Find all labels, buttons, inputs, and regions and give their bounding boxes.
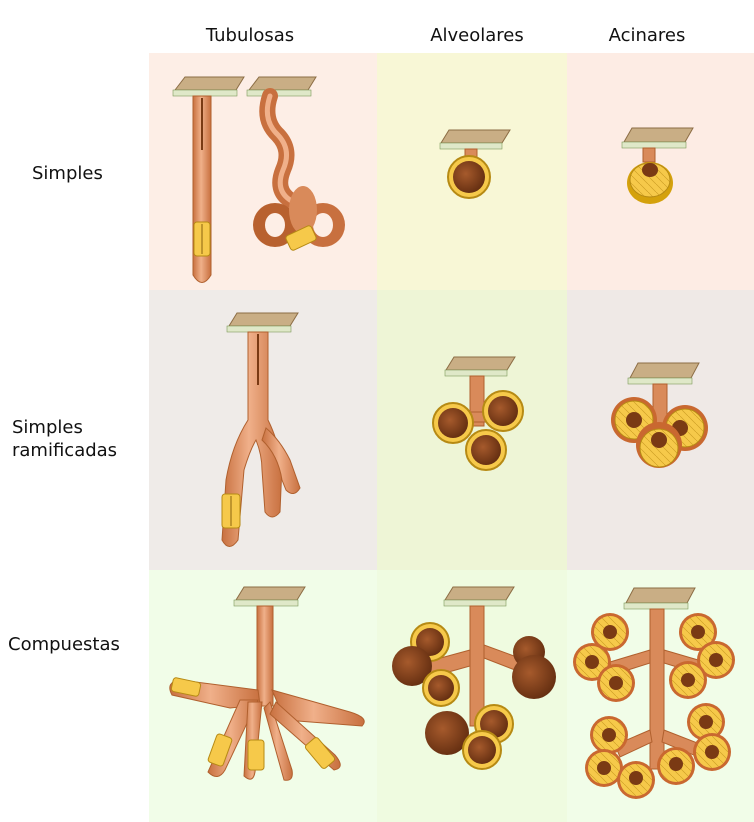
gland-branched-acinar: [611, 362, 708, 468]
row-label-simples: Simples: [32, 163, 103, 184]
gland-branched-tubular: [221, 312, 301, 547]
gland-simple-acinar: [621, 127, 694, 204]
gland-branched-alveolar: [432, 356, 524, 471]
column-label-acinares: Acinares: [608, 25, 686, 46]
gland-compound-acinar: [573, 587, 735, 799]
acinus-cluster: [573, 613, 735, 799]
column-label-alveolares: Alveolares: [430, 25, 524, 46]
column-label-tubulosas: Tubulosas: [205, 25, 295, 46]
row-label-simples-ramificadas: Simples ramificadas: [12, 417, 118, 461]
row-label-compuestas: Compuestas: [8, 634, 120, 655]
gland-simple-coiled-tubular: [246, 76, 345, 251]
gland-simple-alveolar: [439, 129, 511, 199]
gland-compound-tubular: [169, 586, 365, 781]
gland-simple-tubular: [172, 76, 245, 283]
gland-compound-alveolar: [392, 586, 556, 770]
